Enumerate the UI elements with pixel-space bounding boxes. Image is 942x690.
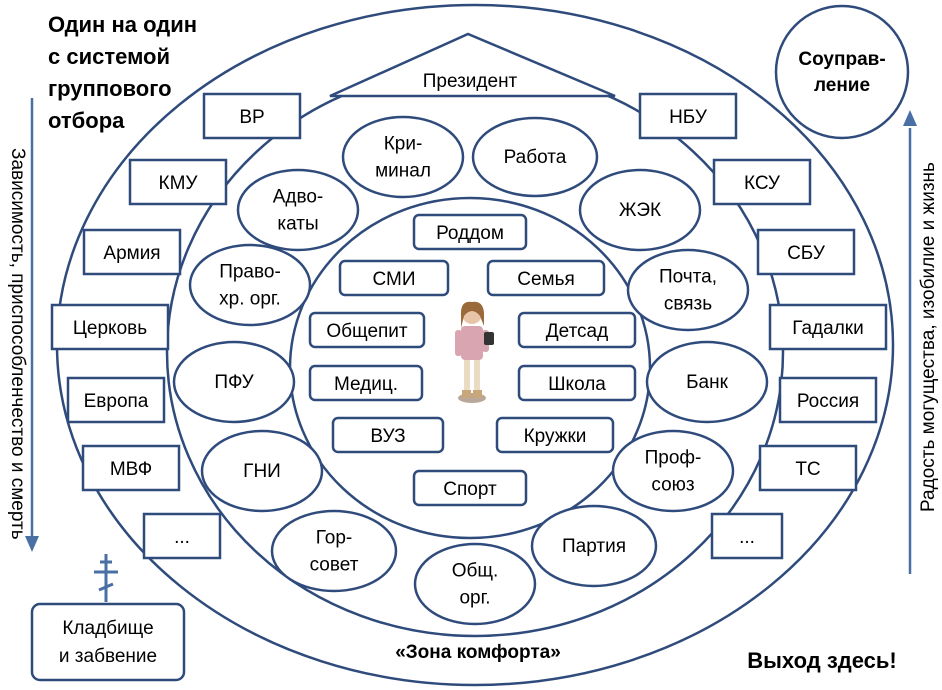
outer-box: Церковь [50, 303, 170, 351]
outer-box: Армия [82, 228, 182, 276]
outer-box: Россия [778, 376, 878, 424]
outer-box-label: СБУ [787, 243, 826, 264]
president-label: Президент [423, 71, 518, 92]
ring-ellipse-label: Работа [504, 147, 567, 168]
cemetery-box [30, 602, 186, 682]
outer-box-label: Церковь [73, 318, 147, 339]
girl-figure-icon [455, 301, 494, 403]
ring-ellipse-label: Адво-каты [273, 187, 324, 235]
page-title: Один на один с системой группового отбор… [48, 12, 197, 133]
svg-text:отбора: отбора [48, 108, 125, 133]
outer-box: СБУ [756, 228, 856, 276]
ring-ellipse-label: Общ.орг. [452, 561, 499, 609]
ring-ellipse-label: ГНИ [243, 461, 281, 482]
outer-box-label: ... [174, 527, 190, 548]
inner-box-label: Кружки [524, 426, 587, 447]
outer-box: ... [142, 512, 222, 560]
outer-box-label: КМУ [159, 173, 199, 194]
left-arrow-label: Зависимость, приспособленчество и смерть [7, 148, 28, 540]
outer-box-label: Армия [103, 243, 160, 264]
inner-box-label: Роддом [436, 223, 504, 244]
outer-box-label: НБУ [669, 107, 708, 128]
outer-box-label: Европа [84, 391, 149, 412]
ring-ellipse: Работа [471, 116, 599, 198]
orthodox-cross-icon [94, 554, 118, 602]
ring-ellipse: Кри-минал [341, 115, 465, 199]
inner-box: Детсад [517, 311, 637, 349]
right-arrow [903, 110, 917, 574]
ring-ellipse: Гор-совет [270, 509, 398, 593]
exit-label: Выход здесь! [747, 648, 897, 673]
comfort-zone-label: «Зона комфорта» [395, 642, 561, 663]
outer-box: ТС [758, 444, 858, 492]
inner-box-label: ВУЗ [370, 426, 405, 447]
outer-box: КМУ [128, 158, 228, 206]
svg-text:с системой: с системой [48, 44, 170, 69]
inner-box-label: СМИ [373, 269, 416, 290]
ring-ellipse: Почта,связь [626, 248, 750, 332]
ring-ellipse: ПФУ [172, 340, 296, 424]
ring-ellipse: Право-хр. орг. [188, 243, 312, 327]
outer-box-label: ВР [239, 107, 264, 128]
outer-box: Европа [66, 376, 166, 424]
outer-box: КСУ [712, 158, 812, 206]
outer-box-label: Россия [797, 391, 859, 412]
outer-box: НБУ [638, 92, 738, 140]
inner-box: Роддом [412, 213, 528, 251]
ring-ellipse: Общ.орг. [413, 542, 537, 626]
cosupport-circle [774, 4, 910, 140]
outer-box: Гадалки [768, 303, 888, 351]
inner-box-label: Медиц. [334, 374, 398, 395]
inner-box: ВУЗ [331, 416, 445, 454]
outer-box-label: Гадалки [792, 318, 863, 339]
inner-box-label: Детсад [546, 321, 608, 342]
svg-text:Один на один: Один на один [48, 12, 197, 37]
ring-ellipse: Адво-каты [236, 168, 360, 252]
inner-box: Школа [517, 364, 637, 402]
cosupport-label: Соуправ-ление [798, 49, 885, 96]
outer-box: ... [710, 512, 784, 560]
president-roof [329, 32, 616, 98]
ring-ellipse-label: Кри-минал [375, 134, 431, 182]
inner-box: Кружки [495, 416, 615, 454]
ring-ellipse-label: Почта,связь [659, 267, 717, 315]
inner-box: Медиц. [308, 364, 424, 402]
ring-ellipse: Проф-союз [611, 429, 735, 513]
inner-box-label: Школа [548, 374, 606, 395]
ring-ellipse-label: Право-хр. орг. [219, 262, 281, 310]
outer-box-label: ... [739, 527, 755, 548]
inner-box: СМИ [338, 259, 450, 297]
inner-box: Общепит [308, 311, 426, 349]
outer-box: ВР [202, 92, 302, 140]
inner-box-label: Спорт [443, 479, 497, 500]
right-arrow-label: Радость могущества, изобилие и жизнь [918, 162, 939, 512]
ring-ellipse-label: ЖЭК [619, 200, 661, 221]
left-arrow [25, 98, 39, 552]
ring-ellipse-label: ПФУ [214, 372, 254, 393]
ring-ellipse-label: Партия [562, 536, 626, 557]
ring-ellipse: Банк [645, 340, 769, 424]
outer-box-label: КСУ [744, 173, 781, 194]
ring-ellipse-label: Гор-совет [310, 528, 359, 576]
outer-box-label: МВФ [110, 459, 152, 480]
inner-box-label: Общепит [326, 321, 408, 342]
ring-ellipse: Партия [530, 504, 658, 588]
outer-box-label: ТС [795, 459, 820, 480]
inner-box: Семья [486, 259, 606, 297]
ring-ellipse: ГНИ [200, 429, 324, 513]
ring-ellipse-label: Банк [686, 372, 729, 393]
inner-box-label: Семья [517, 269, 575, 290]
ring-ellipse-label: Проф-союз [645, 448, 702, 496]
inner-box: Спорт [412, 469, 528, 507]
svg-text:группового: группового [48, 76, 172, 101]
ring-ellipse: ЖЭК [578, 168, 702, 252]
outer-box: МВФ [81, 444, 181, 492]
